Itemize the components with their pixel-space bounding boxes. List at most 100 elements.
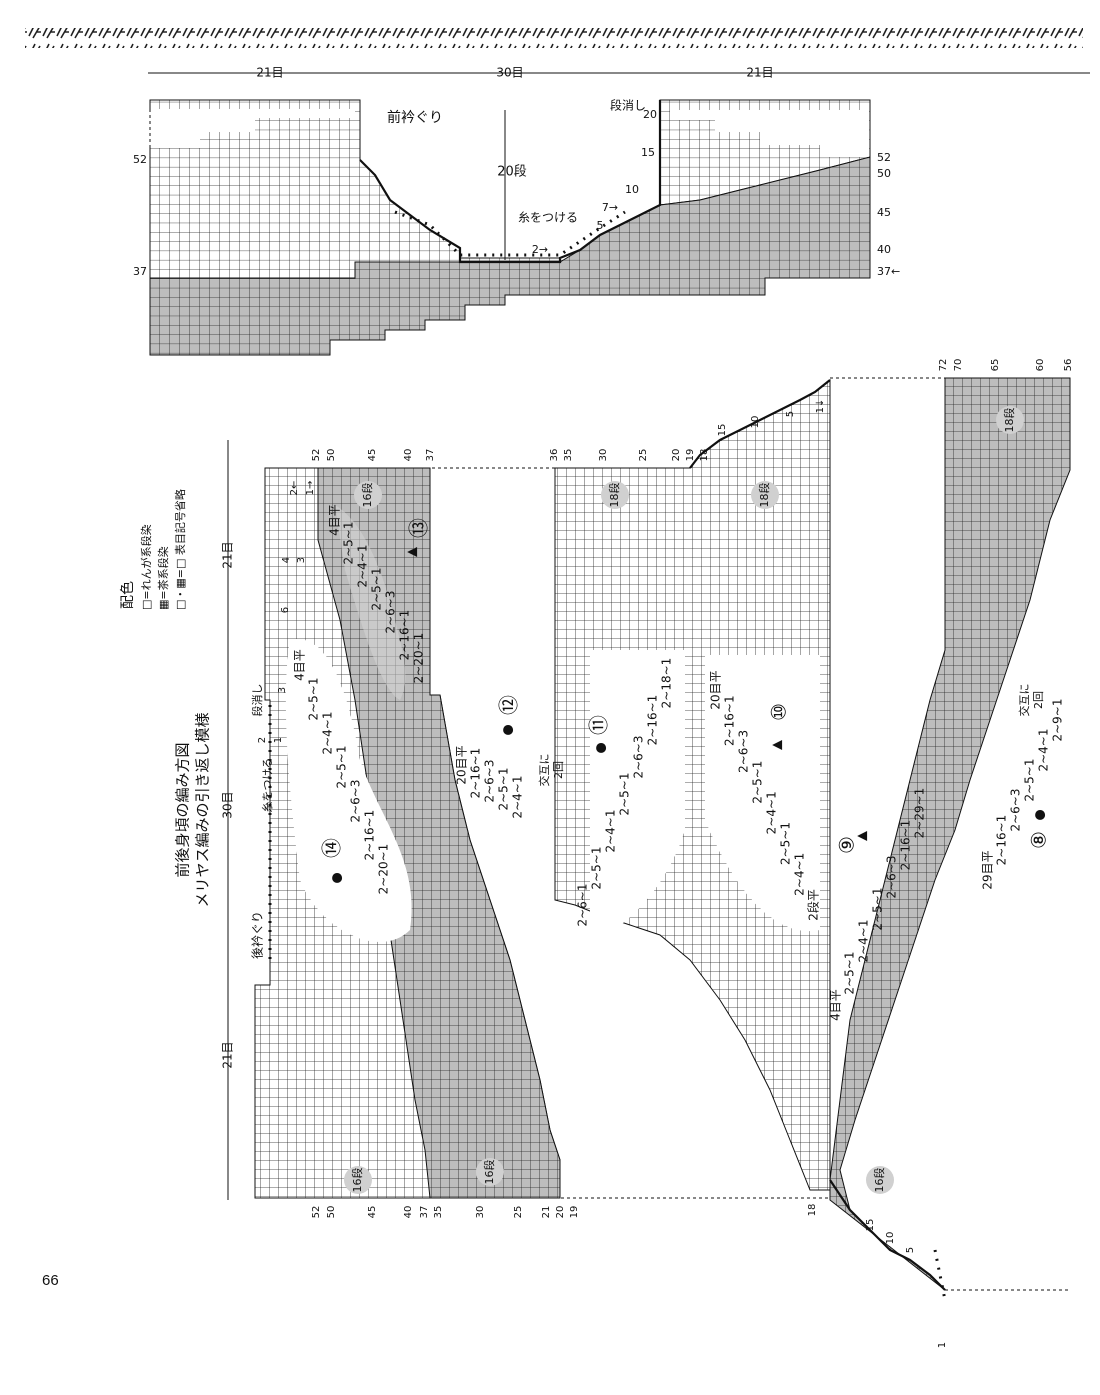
annotation-blob-13 — [335, 505, 406, 700]
row-number: 45 — [877, 206, 891, 219]
row-number: 45 — [367, 449, 378, 462]
row-number: 37 — [425, 449, 436, 462]
decrease-step: 2~5~1 — [370, 567, 384, 610]
row-number: 65 — [990, 359, 1001, 372]
group-number: ⑪ — [587, 715, 611, 735]
decrease-step: 2~5~1 — [618, 772, 632, 815]
decrease-step: 2~5~1 — [590, 846, 604, 889]
step-row-number: 15 — [641, 146, 655, 159]
width-label: 21目 — [256, 66, 283, 80]
row-number: 40 — [877, 243, 891, 256]
legend-item: ▦=茶系段染 — [156, 546, 170, 610]
decrease-step: 2~6~3 — [483, 759, 497, 802]
rows-16-label: 16段 — [872, 1168, 886, 1193]
decrease-step: 2~4~1 — [511, 775, 525, 818]
row-number: 60 — [1035, 359, 1046, 372]
row-number: 30 — [598, 449, 609, 462]
attach-yarn-label: 糸をつける — [261, 758, 274, 813]
decrease-step: 20目平 — [709, 670, 723, 709]
bind-off-dots — [394, 210, 626, 257]
side-step-number: 1→ — [305, 481, 316, 496]
alternate-note: 交互に — [1017, 684, 1031, 717]
decrease-step: 2~5~1 — [342, 521, 356, 564]
decrease-step: 2~5~1 — [843, 951, 857, 994]
legend-item: □・▦=□ 表目記号省略 — [173, 489, 187, 610]
row-number: 50 — [326, 1206, 337, 1219]
row-number: 36 — [549, 449, 560, 462]
width-label: 21目 — [221, 541, 235, 568]
row-number: 21 — [541, 1206, 552, 1219]
rows-label: 20段 — [497, 165, 527, 180]
annotation-blob-14 — [285, 639, 412, 942]
group-marker-icon: ● — [1033, 809, 1048, 820]
decrease-step: 2~5~1 — [307, 677, 321, 720]
row-number: 50 — [326, 449, 337, 462]
row-number: 5 — [785, 411, 796, 417]
decrease-step: 2~20~1 — [377, 844, 391, 895]
neck-blank-right — [670, 110, 869, 157]
alternate-note: 2回 — [552, 761, 565, 779]
step-row-number: 5 — [597, 219, 604, 232]
step-row-number: 7→ — [602, 201, 618, 214]
row-number: 40 — [403, 1206, 414, 1219]
strip-b-step-edge — [689, 379, 831, 469]
group-marker-icon: ● — [330, 872, 345, 883]
decrease-step: 2~16~1 — [899, 820, 913, 871]
group-number: ⑭ — [320, 838, 344, 858]
row-number: 1 — [937, 1342, 948, 1348]
main-body-chart — [227, 377, 1071, 1301]
rows-16-label: 16段 — [482, 1160, 496, 1185]
row-number: 72 — [938, 359, 949, 372]
main-subtitle: メリヤス編みの引き返し模様 — [194, 712, 212, 907]
group-marker-icon: ● — [501, 724, 516, 735]
front-neckline-chart — [148, 72, 1090, 356]
strip-c-step-edge — [829, 1179, 946, 1291]
group-marker-icon: ▲ — [405, 547, 420, 557]
page-number: 66 — [42, 1272, 59, 1289]
group-marker-icon: ▲ — [770, 740, 785, 750]
annotation-blob-11 — [590, 650, 685, 940]
side-step-number: 6 — [280, 607, 291, 613]
decrease-step: 2~5~1 — [1023, 758, 1037, 801]
annotation-blob-10 — [705, 655, 820, 932]
width-label: 30目 — [496, 66, 523, 80]
decrease-step: 2~16~1 — [469, 748, 483, 799]
row-number: 25 — [513, 1206, 524, 1219]
row-number: 30 — [475, 1206, 486, 1219]
decrease-step: 2~29~1 — [913, 788, 927, 839]
alternate-note: 交互に — [537, 754, 551, 787]
decrease-step: 2~5~1 — [871, 887, 885, 930]
row-number: 19 — [569, 1206, 580, 1219]
width-label: 21目 — [221, 1041, 235, 1068]
row-number: 35 — [563, 449, 574, 462]
decrease-step: 2~16~1 — [995, 815, 1009, 866]
legend-item: □=れんが系段染 — [139, 524, 153, 610]
decrease-step: 2~4~1 — [604, 809, 618, 852]
row-number: 37← — [877, 265, 900, 278]
side-step-number: 1 — [273, 737, 284, 743]
decrease-step: 2~4~1 — [321, 711, 335, 754]
decrease-step: 2~16~1 — [723, 695, 737, 746]
decrease-step: 2~6~1 — [576, 883, 590, 926]
front-neckline-title: 前衿ぐり — [387, 109, 443, 126]
decrease-step: 4目平 — [328, 504, 342, 536]
neck-blank-left — [151, 109, 355, 148]
group-number: ⑩ — [767, 703, 791, 721]
side-step-number: 3 — [296, 557, 307, 563]
legend-heading: 配色 — [119, 581, 136, 609]
row-number: 15 — [865, 1219, 876, 1232]
row-number: 20 — [671, 449, 682, 462]
decrease-step: 2~20~1 — [412, 633, 426, 684]
row-number: 52 — [133, 153, 147, 166]
width-label: 30目 — [221, 791, 235, 818]
group-marker-icon: ▲ — [855, 831, 870, 841]
side-step-number: 2← — [289, 481, 300, 496]
group-number: ⑨ — [835, 836, 859, 854]
row-number: 25 — [638, 449, 649, 462]
width-label: 21目 — [746, 66, 773, 80]
decrease-step: 2~4~1 — [1037, 728, 1051, 771]
row-number: 52 — [877, 151, 891, 164]
decrease-step: 2~4~1 — [793, 853, 807, 896]
rows-16-label: 16段 — [350, 1168, 364, 1193]
